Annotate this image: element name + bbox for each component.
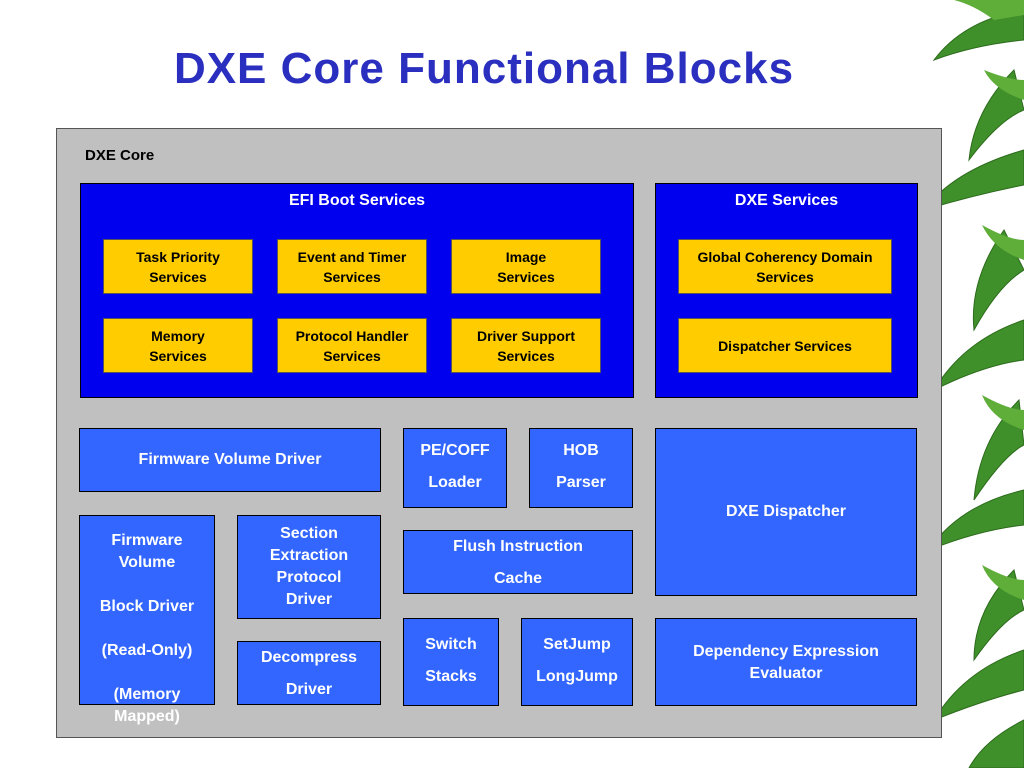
image-services-box: Image Services xyxy=(451,239,601,294)
dispatcher-services-box: Dispatcher Services xyxy=(678,318,892,373)
hob-parser-block: HOB Parser xyxy=(529,428,633,508)
global-coherency-domain-services-box: Global Coherency Domain Services xyxy=(678,239,892,294)
decompress-driver-block: Decompress Driver xyxy=(237,641,381,705)
switch-stacks-block: Switch Stacks xyxy=(403,618,499,706)
flush-instruction-cache-block: Flush Instruction Cache xyxy=(403,530,633,594)
dxe-core-panel: DXE Core EFI Boot Services Task Priority… xyxy=(56,128,942,738)
efi-boot-services-container: EFI Boot Services Task Priority Services… xyxy=(80,183,634,398)
dxe-core-label: DXE Core xyxy=(85,147,155,164)
protocol-handler-services-box: Protocol Handler Services xyxy=(277,318,427,373)
pe-coff-loader-block: PE/COFF Loader xyxy=(403,428,507,508)
bamboo-leaves-decoration xyxy=(922,0,1024,768)
dxe-services-title: DXE Services xyxy=(734,192,839,209)
memory-services-box: Memory Services xyxy=(103,318,253,373)
slide-title: DXE Core Functional Blocks xyxy=(173,44,795,93)
firmware-volume-driver-block: Firmware Volume Driver xyxy=(79,428,381,492)
setjump-longjump-block: SetJump LongJump xyxy=(521,618,633,706)
task-priority-services-box: Task Priority Services xyxy=(103,239,253,294)
dxe-services-container: DXE Services Global Coherency Domain Ser… xyxy=(655,183,918,398)
dependency-expression-evaluator-block: Dependency Expression Evaluator xyxy=(655,618,917,706)
firmware-volume-block-driver-block: Firmware Volume Block Driver (Read-Only)… xyxy=(79,515,215,725)
driver-support-services-box: Driver Support Services xyxy=(451,318,601,373)
efi-boot-services-title: EFI Boot Services xyxy=(288,192,426,209)
section-extraction-protocol-driver-block: Section Extraction Protocol Driver xyxy=(237,515,381,619)
event-timer-services-box: Event and Timer Services xyxy=(277,239,427,294)
dxe-dispatcher-block: DXE Dispatcher xyxy=(655,428,917,596)
